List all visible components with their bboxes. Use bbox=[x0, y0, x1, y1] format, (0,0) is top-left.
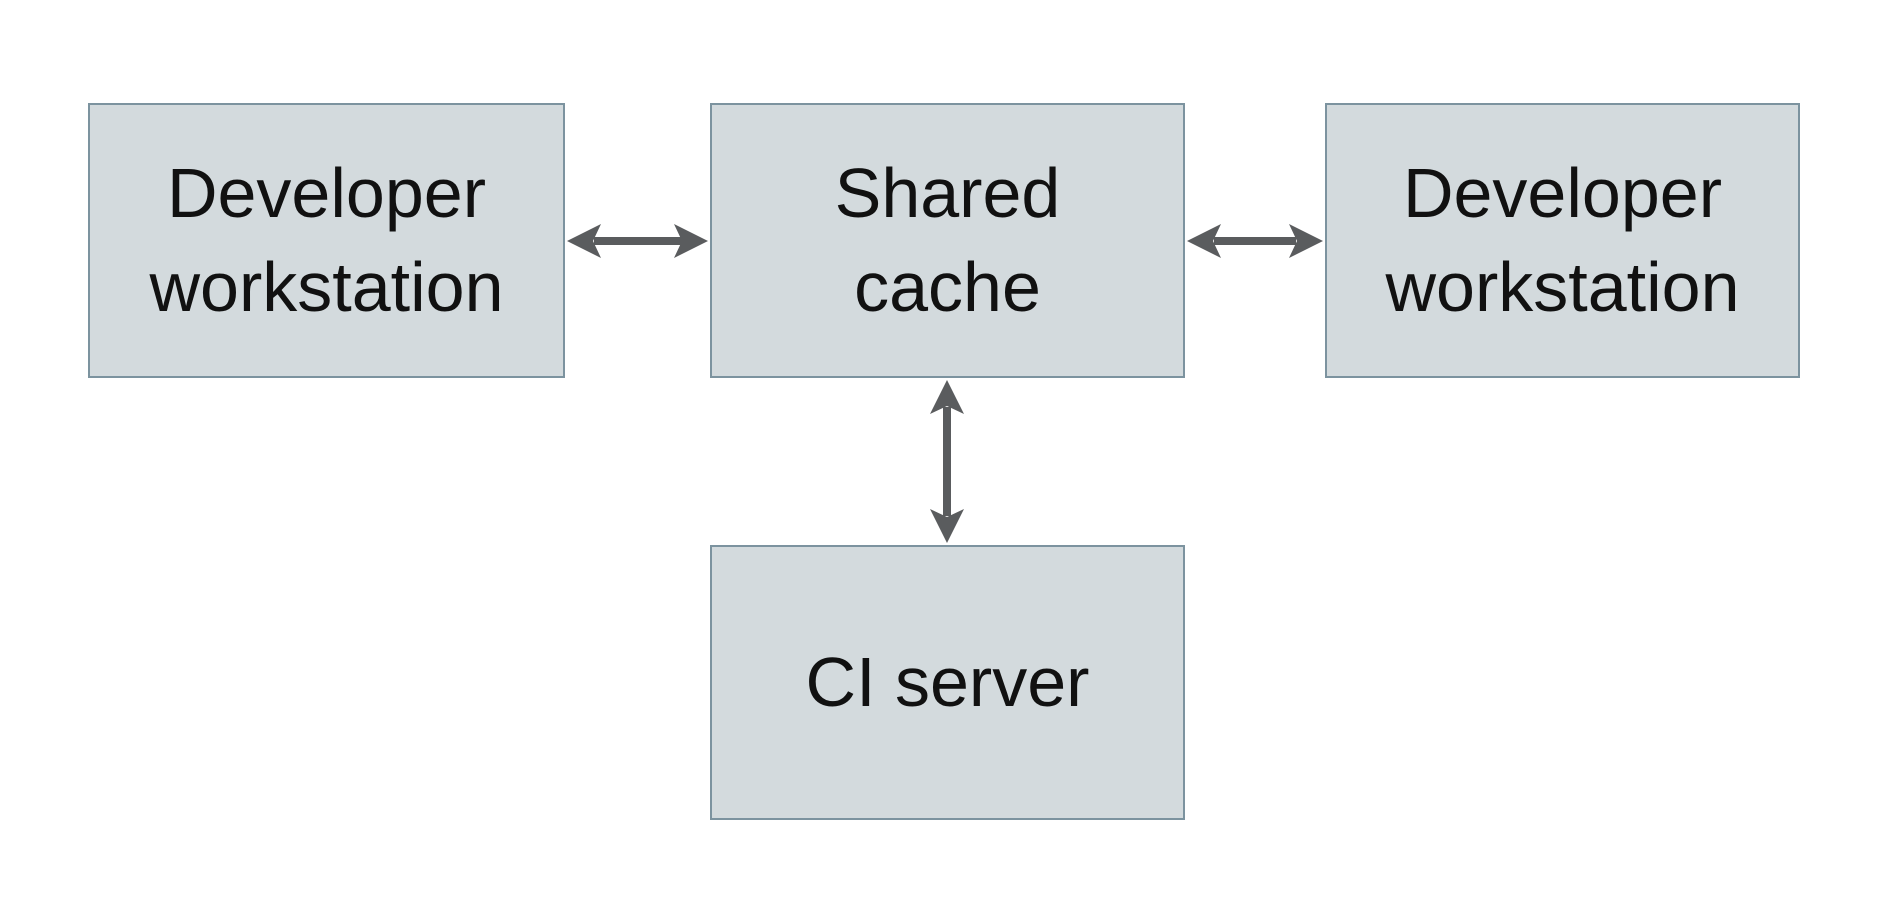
node-developer-workstation-left: Developer workstation bbox=[88, 103, 565, 378]
node-ci-server: CI server bbox=[710, 545, 1185, 820]
node-label: Shared cache bbox=[834, 153, 1061, 326]
arrow-left-workstation-shared-cache bbox=[567, 224, 708, 258]
node-label: Developer workstation bbox=[1385, 153, 1740, 326]
arrow-shared-cache-ci-server bbox=[930, 380, 964, 543]
node-developer-workstation-right: Developer workstation bbox=[1325, 103, 1800, 378]
arrow-shared-cache-right-workstation bbox=[1187, 224, 1323, 258]
node-label: CI server bbox=[805, 642, 1090, 721]
node-label: Developer workstation bbox=[149, 153, 504, 326]
node-shared-cache: Shared cache bbox=[710, 103, 1185, 378]
